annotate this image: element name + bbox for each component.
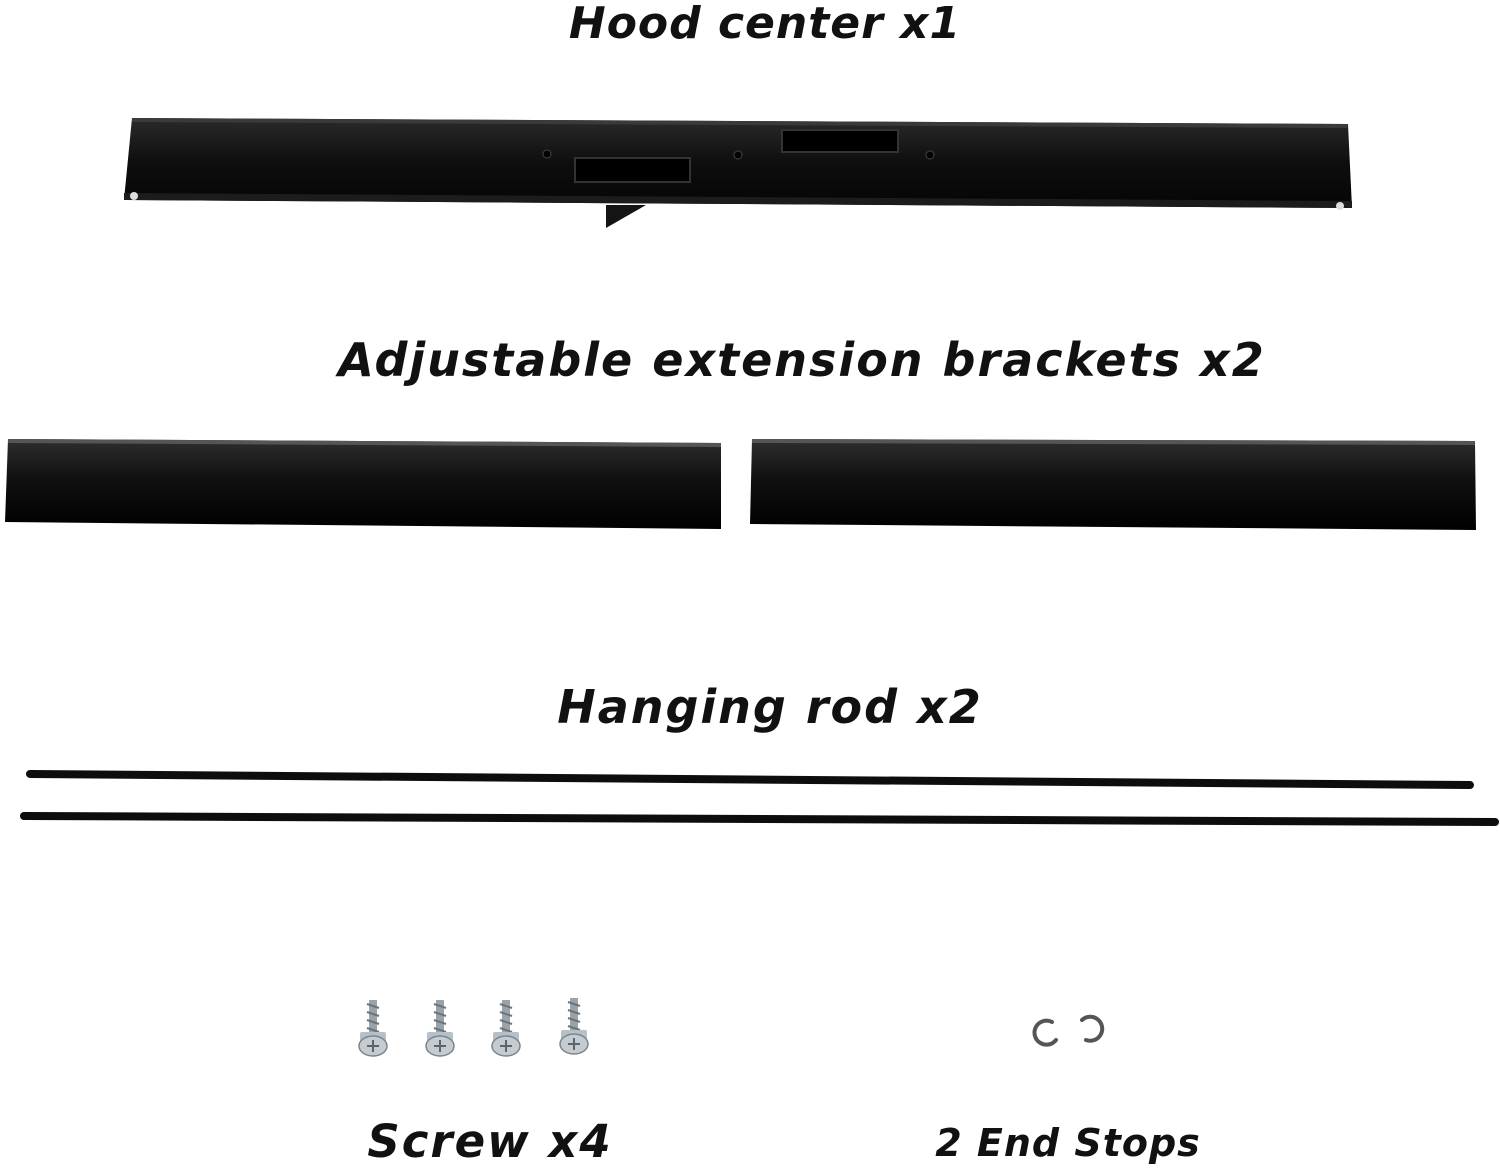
hanging-rod-1 (26, 770, 1474, 789)
hanging-rod-label: Hanging rod x2 (557, 680, 983, 734)
extension-brackets-label: Adjustable extension brackets x2 (338, 333, 1266, 387)
hood-slot-left (574, 157, 691, 183)
screw-icon (559, 998, 589, 1055)
extension-bracket-right (750, 439, 1476, 530)
screw-icon (425, 1000, 455, 1057)
end-stops-label: 2 End Stops (935, 1121, 1201, 1165)
hood-center-label: Hood center x1 (568, 0, 962, 49)
screw-icon (358, 1000, 388, 1057)
end-stop-clip-icon (1080, 1014, 1105, 1043)
extension-bracket-left (5, 439, 721, 529)
screw-icon (491, 1000, 521, 1057)
screw-label: Screw x4 (367, 1115, 613, 1168)
end-stop-clip-icon (1032, 1018, 1058, 1047)
hood-slot-right (781, 129, 899, 153)
hanging-rod-2 (20, 812, 1499, 826)
